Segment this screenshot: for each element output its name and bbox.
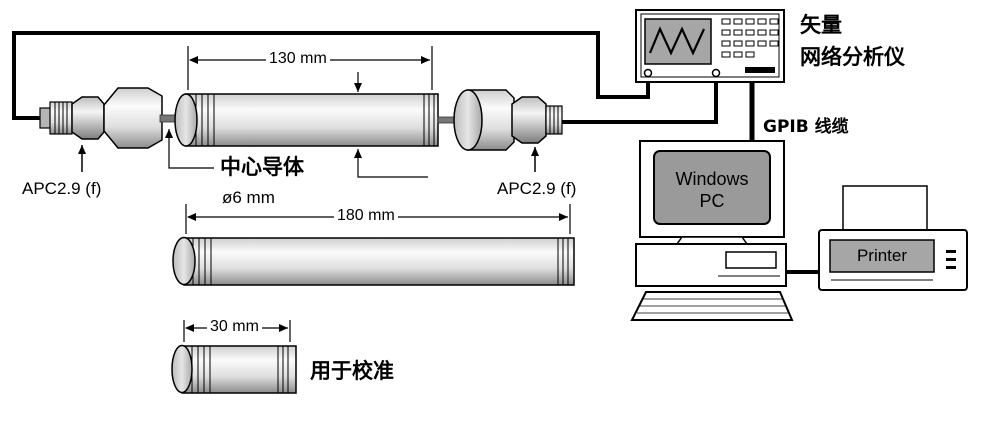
gpib-label: GPIB 线缆: [763, 117, 849, 137]
right-hex-nut: [511, 96, 547, 144]
printer-label: Printer: [856, 246, 908, 265]
vna-slot: [745, 67, 775, 73]
windows-pc: [630, 140, 794, 321]
vna-port-2: [711, 68, 721, 78]
diameter-label: ø6 mm: [222, 188, 275, 207]
cable-right: [562, 70, 718, 124]
pc-label-line2: PC: [699, 191, 725, 211]
printer: [818, 185, 968, 291]
right-connector-label: APC2.9 (f): [497, 179, 577, 198]
calibration-label: 用于校准: [310, 359, 394, 383]
diameter-callout: [354, 72, 428, 178]
line-30mm: [171, 344, 297, 394]
left-hex-nut: [71, 96, 105, 140]
center-conductor-label: 中心导体: [220, 155, 304, 179]
left-apc-connector: [39, 87, 163, 149]
cable-left: [12, 31, 650, 120]
vna-label-line2: 网络分析仪: [800, 45, 905, 69]
dimension-180mm-label: 180 mm: [334, 208, 398, 224]
vna-screen: [644, 18, 712, 65]
vna-label-line1: 矢量: [800, 13, 842, 37]
printer-paper: [842, 185, 928, 233]
printer-front-panel: [829, 239, 935, 273]
pc-stand: [675, 236, 749, 245]
vna-keypad: [721, 18, 779, 58]
line-130mm: [174, 93, 439, 147]
pc-drive: [725, 251, 777, 269]
vector-network-analyzer: [635, 9, 785, 83]
vna-port-1: [643, 68, 653, 78]
line-180mm: [172, 236, 575, 286]
dimension-130mm-label: 130 mm: [266, 51, 330, 67]
vna-trace: [648, 26, 705, 56]
right-apc-connector: [453, 89, 563, 151]
left-connector-label: APC2.9 (f): [22, 179, 102, 198]
dimension-30mm-label: 30 mm: [207, 319, 262, 335]
center-conductor-pointer: [165, 129, 214, 169]
pc-screen: [653, 150, 771, 225]
pc-label-line1: Windows: [675, 169, 749, 189]
